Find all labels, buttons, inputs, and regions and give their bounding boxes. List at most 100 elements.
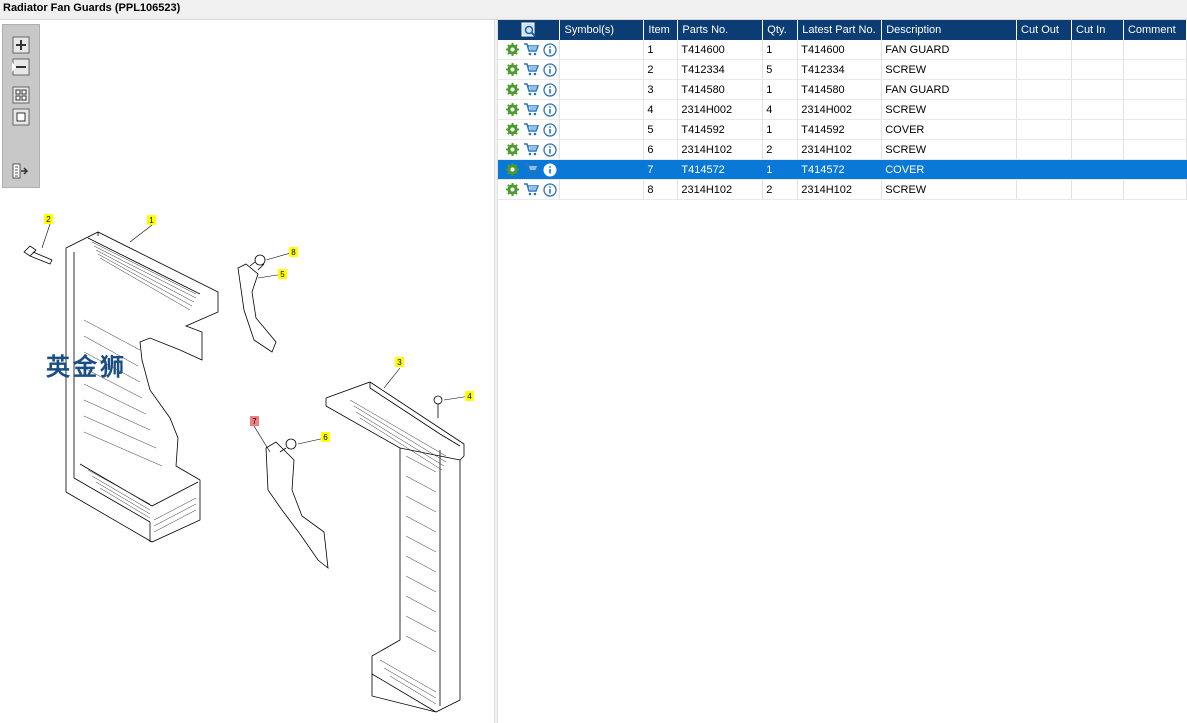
cell-qty: 2 (762, 179, 799, 200)
cart-icon (524, 143, 539, 156)
part-info-button[interactable] (543, 163, 557, 177)
cart-icon (524, 63, 539, 76)
info-icon (543, 122, 557, 137)
cell-cut-out (1016, 40, 1072, 60)
header-latest-part-no[interactable]: Latest Part No. (797, 20, 883, 40)
part-info-button[interactable] (543, 142, 557, 157)
parts-list-panel: Symbol(s) Item Parts No. Qty. Latest Par… (498, 20, 1187, 723)
part-fan-guard-1[interactable] (65, 231, 219, 543)
add-to-cart-button[interactable] (523, 123, 539, 136)
cell-qty: 2 (762, 139, 799, 160)
callout-3[interactable]: 3 (395, 357, 404, 367)
callout-1[interactable]: 1 (147, 215, 156, 225)
add-to-cart-button[interactable] (523, 43, 539, 56)
fit-all-button[interactable] (12, 86, 30, 104)
part-screw-4[interactable] (433, 395, 443, 418)
zoom-out-button[interactable] (12, 58, 30, 76)
part-screw-8[interactable] (249, 254, 266, 271)
row-details-button[interactable] (506, 123, 519, 136)
add-to-cart-button[interactable] (523, 103, 539, 116)
info-icon (543, 82, 557, 97)
part-info-button[interactable] (543, 42, 557, 57)
row-details-button[interactable] (506, 143, 519, 156)
part-cover-7[interactable] (265, 441, 329, 569)
row-details-button[interactable] (506, 163, 519, 176)
row-actions-cell (498, 119, 561, 140)
part-info-button[interactable] (543, 102, 557, 117)
fit-window-button[interactable] (12, 108, 30, 126)
row-details-button[interactable] (506, 83, 519, 96)
header-icon-cell[interactable] (498, 20, 561, 40)
callout-label: 8 (291, 248, 296, 257)
callout-6[interactable]: 6 (321, 432, 330, 442)
cell-symbols (559, 79, 645, 100)
cart-icon (524, 163, 539, 176)
header-qty[interactable]: Qty. (762, 20, 799, 40)
fit-all-icon (12, 86, 30, 104)
header-item[interactable]: Item (643, 20, 679, 40)
row-details-button[interactable] (506, 103, 519, 116)
row-details-button[interactable] (506, 43, 519, 56)
callout-5[interactable]: 5 (278, 269, 287, 279)
cell-symbols (559, 119, 645, 140)
cell-comment (1123, 99, 1187, 120)
callout-8[interactable]: 8 (289, 247, 298, 257)
gear-icon (506, 183, 519, 196)
part-cover-5[interactable] (237, 263, 277, 353)
callout-7[interactable]: 7 (250, 416, 259, 426)
header-cut-out[interactable]: Cut Out (1016, 20, 1072, 40)
info-icon (543, 142, 557, 157)
cell-item: 4 (643, 99, 679, 120)
fit-window-icon (12, 108, 30, 126)
callout-4[interactable]: 4 (465, 391, 474, 401)
cell-parts-no: 2314H002 (677, 99, 764, 120)
header-symbols[interactable]: Symbol(s) (559, 20, 645, 40)
cell-comment (1123, 179, 1187, 200)
header-comment[interactable]: Comment (1123, 20, 1187, 40)
part-info-button[interactable] (543, 82, 557, 97)
part-screw-2[interactable] (23, 245, 53, 265)
part-screw-6[interactable] (279, 438, 297, 453)
export-button[interactable] (12, 162, 30, 180)
part-fan-guard-3[interactable] (325, 381, 465, 713)
panel-splitter[interactable] (494, 20, 498, 723)
add-to-cart-button[interactable] (523, 143, 539, 156)
part-info-button[interactable] (543, 62, 557, 77)
part-info-button[interactable] (543, 182, 557, 197)
add-to-cart-button[interactable] (523, 163, 539, 176)
add-to-cart-button[interactable] (523, 83, 539, 96)
cell-item: 2 (643, 59, 679, 80)
cell-item: 1 (643, 40, 679, 60)
row-details-button[interactable] (506, 63, 519, 76)
export-icon (12, 163, 29, 179)
parts-table: Symbol(s) Item Parts No. Qty. Latest Par… (498, 20, 1187, 200)
callout-2[interactable]: 2 (44, 214, 53, 224)
header-cut-in[interactable]: Cut In (1071, 20, 1124, 40)
part-info-button[interactable] (543, 122, 557, 137)
callout-label: 7 (252, 417, 257, 426)
add-to-cart-button[interactable] (523, 183, 539, 196)
exploded-parts-diagram[interactable]: 1 2 3 4 5 6 7 8 (0, 180, 494, 720)
cell-symbols (559, 59, 645, 80)
info-icon (543, 102, 557, 117)
cell-cut-out (1016, 159, 1072, 180)
row-details-button[interactable] (506, 183, 519, 196)
cell-cut-in (1071, 159, 1124, 180)
cell-symbols (559, 179, 645, 200)
cell-latest-part-no: T412334 (797, 59, 883, 80)
header-parts-no[interactable]: Parts No. (677, 20, 764, 40)
add-to-cart-button[interactable] (523, 63, 539, 76)
callout-label: 4 (467, 392, 472, 401)
zoom-in-button[interactable] (12, 36, 30, 54)
gear-icon (506, 123, 519, 136)
header-description[interactable]: Description (881, 20, 1018, 40)
